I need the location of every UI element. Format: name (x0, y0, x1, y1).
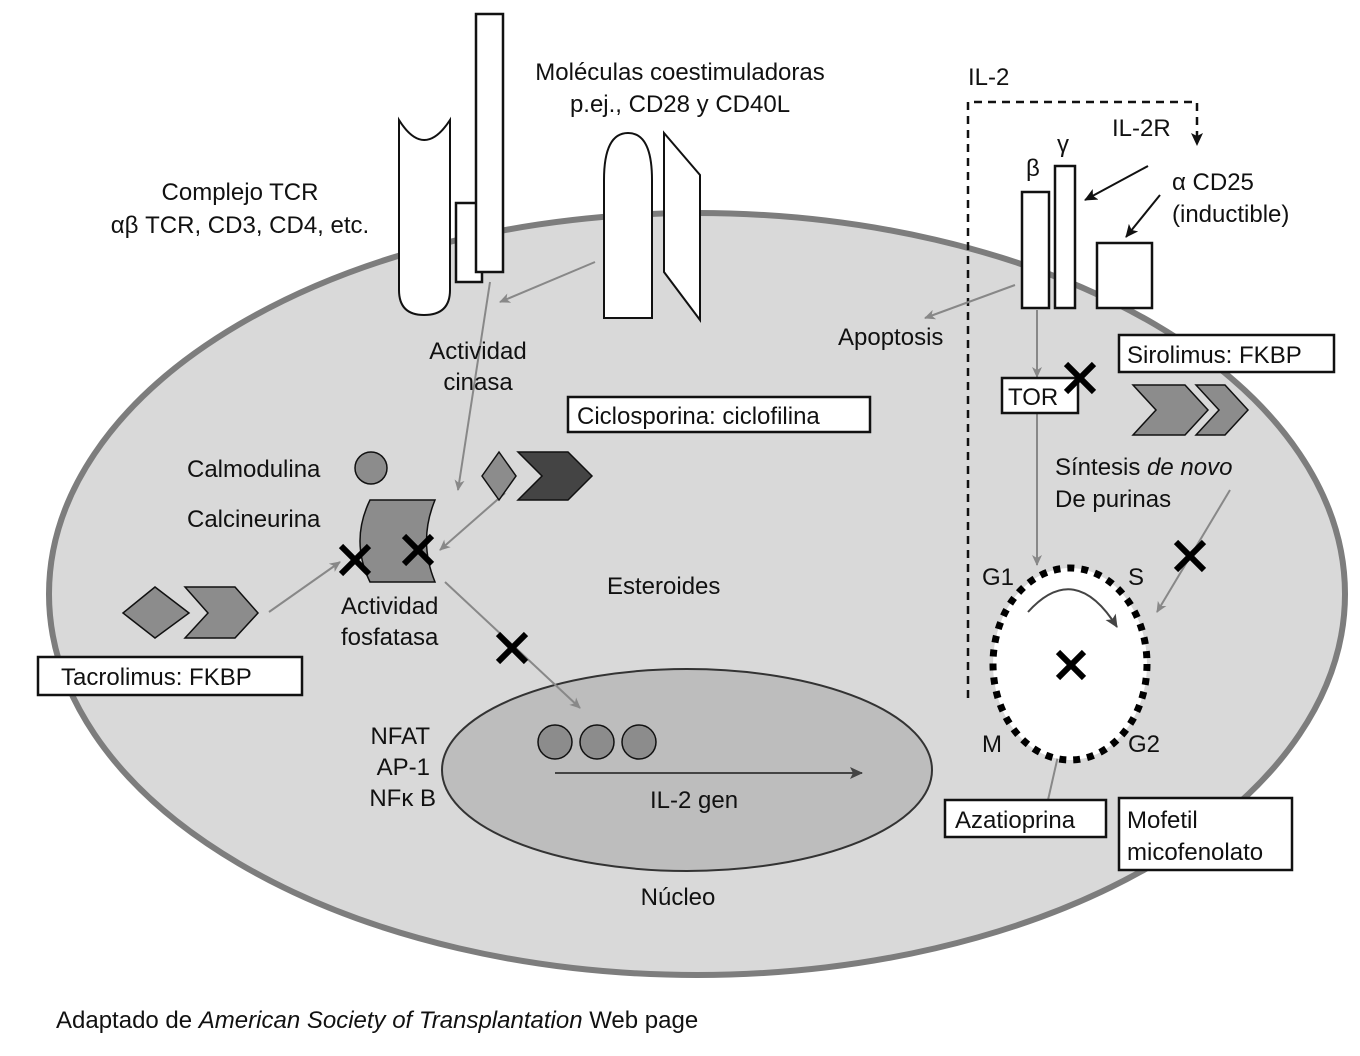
g2-label: G2 (1128, 731, 1160, 758)
inhibition-x-icon (495, 631, 529, 665)
kinase-label-1: Actividad (429, 338, 526, 365)
calcineurin-icon (359, 499, 437, 583)
esteroides-label: Esteroides (607, 573, 720, 600)
nfkb-label: NFκ B (369, 785, 436, 812)
inhibition-x-icon (1055, 649, 1087, 681)
mofetil-box (1117, 796, 1294, 872)
costim-label-1: Moléculas coestimuladoras (535, 59, 824, 86)
cd25-alpha-chain (1095, 241, 1154, 310)
g1-label: G1 (982, 564, 1014, 591)
azatioprina-box (943, 798, 1108, 839)
tacrolimus-label: Tacrolimus: FKBP (61, 664, 252, 691)
fkbp-chevron-icon (1194, 384, 1250, 436)
il2-dashed-path (966, 100, 1203, 698)
cd25-label-1: α CD25 (1172, 169, 1254, 196)
il2r-gamma-chain (1053, 164, 1077, 310)
il2r-beta-chain (1020, 190, 1051, 310)
il2-gene-label: IL-2 gen (650, 787, 738, 814)
cd40l-shape (663, 130, 701, 323)
inhibition-x-icon (1173, 539, 1207, 573)
arrow-tcr-to-kinase (454, 281, 491, 491)
arrow-ciclosporin-to-calcineurin (439, 492, 506, 551)
cd4-shape (474, 12, 505, 274)
caption-source: American Society of Transplantation (197, 1007, 583, 1034)
il2r-label: IL-2R (1112, 115, 1171, 142)
purine-synthesis-label-1: Síntesis de novo (1055, 454, 1232, 481)
arrow-to-apoptosis (924, 284, 1016, 320)
s-label: S (1128, 564, 1144, 591)
source-caption: Adaptado de American Society of Transpla… (56, 1007, 698, 1034)
cyclophilin-chevron-icon (516, 451, 594, 501)
phosphatase-label-1: Actividad (341, 593, 438, 620)
ciclosporin-diamond-icon (481, 450, 517, 502)
il2-label: IL-2 (968, 64, 1009, 91)
tor-label: TOR (1008, 384, 1058, 411)
inhibition-x-icon (338, 543, 372, 577)
costim-label-2: p.ej., CD28 y CD40L (570, 91, 790, 118)
transcription-factor-icon (579, 724, 615, 760)
ap1-label: AP-1 (377, 754, 430, 781)
nucleo-label: Núcleo (641, 884, 716, 911)
sirolimus-box (1117, 333, 1336, 374)
arrow-cd25-label (1125, 194, 1161, 238)
tor-box (1000, 376, 1080, 415)
azatioprina-label: Azatioprina (955, 807, 1076, 834)
calmodulina-label: Calmodulina (187, 456, 321, 483)
nucleus (441, 668, 933, 872)
sirolimus-label: Sirolimus: FKBP (1127, 342, 1302, 369)
gamma-label: γ (1057, 131, 1069, 158)
mofetil-label-2: micofenolato (1127, 839, 1263, 866)
ciclosporina-box (566, 395, 872, 434)
caption-suffix: Web page (583, 1007, 699, 1034)
cell-cycle-progress-arrow (1027, 588, 1118, 628)
tacrolimus-diamond-icon (121, 586, 191, 639)
cd25-label-2: (inductible) (1172, 201, 1289, 228)
tcr-label-2: αβ TCR, CD3, CD4, etc. (111, 212, 369, 239)
ciclosporina-label: Ciclosporina: ciclofilina (577, 403, 820, 430)
arrow-il2r-label (1084, 165, 1149, 201)
inhibition-x-icon (1063, 361, 1097, 395)
arrow-tacrolimus-to-calcineurin (268, 561, 341, 613)
sirolimus-chevron-icon (1131, 384, 1210, 436)
beta-label: β (1026, 155, 1040, 182)
inhibition-x-icon (401, 533, 435, 567)
caption-prefix: Adaptado de (56, 1007, 199, 1034)
cd28-shape (603, 131, 653, 319)
phosphatase-label-2: fosfatasa (341, 624, 439, 651)
synth-italic: de novo (1147, 454, 1232, 481)
apoptosis-label: Apoptosis (838, 324, 943, 351)
tacrolimus-box (36, 655, 304, 697)
calcineurina-label: Calcineurina (187, 506, 321, 533)
mofetil-label-1: Mofetil (1127, 807, 1198, 834)
tcr-label-1: Complejo TCR (162, 179, 319, 206)
purine-synthesis-label-2: De purinas (1055, 486, 1171, 513)
calmodulin-icon (354, 451, 388, 485)
transcription-factor-icon (537, 724, 573, 760)
kinase-label-2: cinasa (443, 369, 513, 396)
synth-text: Síntesis (1055, 454, 1147, 481)
transcription-factor-icon (621, 724, 657, 760)
tcr-receptor-shape (398, 116, 451, 317)
fkbp-chevron-icon (183, 586, 260, 639)
m-label: M (982, 731, 1002, 758)
nfat-label: NFAT (370, 723, 430, 750)
arrow-costim-to-kinase (499, 261, 596, 303)
